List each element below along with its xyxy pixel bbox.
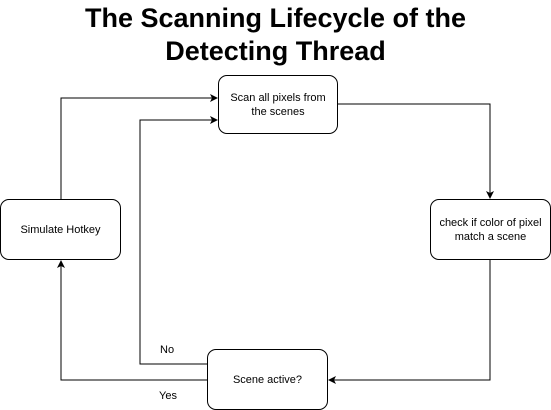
node-scan-pixels: Scan all pixels from the scenes [218,75,338,134]
node-check-color-text: check if color of pixel match a scene [439,216,541,244]
edge-decision-yes-to-hotkey [57,260,208,381]
node-scan-pixels-line-1: Scan all pixels from [230,91,326,104]
node-simulate-hotkey-label: Simulate Hotkey [20,223,101,236]
node-scan-pixels-text: Scan all pixels from the scenes [230,91,325,119]
node-check-color: check if color of pixel match a scene [430,199,551,260]
node-simulate-hotkey: Simulate Hotkey [0,199,121,260]
edge-check-to-decision [328,260,491,384]
diagram-title: The Scanning Lifecycle of the Detecting … [0,2,551,68]
title-line-2: Detecting Thread [165,36,386,66]
edge-scan-to-check [337,103,494,199]
node-scan-pixels-line-2: the scenes [251,105,305,118]
title-line-1: The Scanning Lifecycle of the [84,3,467,33]
edge-hotkey-to-scan [60,94,218,200]
node-check-color-line-2: match a scene [454,230,527,243]
edge-decision-no-to-scan [139,116,218,365]
node-scene-active-label: Scene active? [232,373,303,386]
edge-label-no: No [160,344,175,357]
edge-label-yes: Yes [159,390,177,403]
node-check-color-line-1: check if color of pixel [439,216,542,229]
node-scene-active-decision: Scene active? [207,349,328,410]
